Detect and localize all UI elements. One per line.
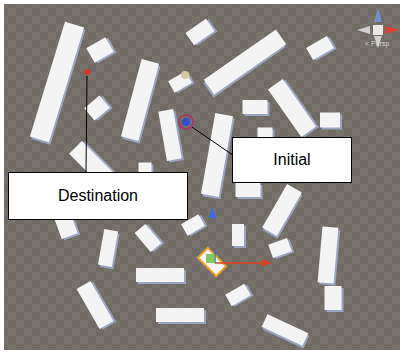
obstacle-block <box>98 229 120 269</box>
block-top <box>268 79 316 137</box>
obstacle-block <box>185 18 217 47</box>
block-top <box>243 100 268 114</box>
view-mode-label: < Persp <box>365 40 389 47</box>
obstacle-block <box>243 100 270 116</box>
obstacle-block <box>84 94 112 122</box>
leader-line <box>86 76 87 172</box>
gizmo-x-head <box>262 259 271 267</box>
obstacle-block <box>86 36 116 64</box>
obstacle-block <box>158 109 184 163</box>
initial-agent <box>182 118 190 126</box>
block-top <box>204 29 286 94</box>
callout-box: Initial <box>232 137 352 183</box>
obstacle-block <box>29 22 86 145</box>
block-top <box>86 37 114 63</box>
block-top <box>318 226 339 283</box>
block-top <box>185 19 214 46</box>
obstacle-block <box>261 314 310 348</box>
obstacle-block <box>77 280 117 331</box>
block-top <box>236 183 261 197</box>
block-top <box>306 36 334 60</box>
obstacle-block <box>135 223 165 254</box>
obstacle-block <box>225 283 253 308</box>
obstacle-block <box>156 308 206 324</box>
obstacle-block <box>232 224 246 248</box>
block-top <box>136 268 184 282</box>
block-top <box>325 286 342 310</box>
callout-box: Destination <box>8 172 188 220</box>
block-top <box>168 71 192 92</box>
gizmo-x-axis <box>215 262 262 264</box>
obstacle-block <box>325 286 344 312</box>
orientation-gizmo <box>357 8 399 48</box>
obstacle-block <box>201 113 235 199</box>
block-top <box>156 308 204 322</box>
obstacle-block <box>261 184 303 239</box>
block-top <box>77 281 114 329</box>
block-top <box>84 95 110 120</box>
block-top <box>98 229 118 267</box>
selected-block <box>198 248 226 276</box>
destination-marker <box>84 69 90 75</box>
gizmo-plane <box>206 254 215 263</box>
obstacle-block <box>320 113 342 130</box>
obstacle-block <box>306 35 337 62</box>
callout-text: Initial <box>273 151 310 169</box>
obstacle-block <box>168 70 195 94</box>
block-top <box>232 224 244 246</box>
small-object <box>181 71 189 79</box>
obstacle-block <box>268 237 294 260</box>
block-top <box>320 113 340 128</box>
obstacle-block <box>120 59 161 143</box>
obstacle-block <box>136 268 186 284</box>
block-top <box>262 184 302 236</box>
block-top <box>225 284 251 306</box>
scene-ground <box>4 4 400 350</box>
blue-arrow <box>208 207 216 218</box>
block-top <box>201 113 233 197</box>
initial-ring <box>179 115 193 129</box>
block-top <box>121 59 159 141</box>
callout-text: Destination <box>58 187 138 205</box>
obstacle-block <box>317 226 340 285</box>
obstacle-block <box>268 78 319 139</box>
obstacle-block <box>236 183 263 199</box>
block-top <box>262 314 309 346</box>
block-top <box>135 224 162 252</box>
block-top <box>158 109 181 161</box>
block-top <box>30 22 84 143</box>
block-top <box>268 238 292 258</box>
